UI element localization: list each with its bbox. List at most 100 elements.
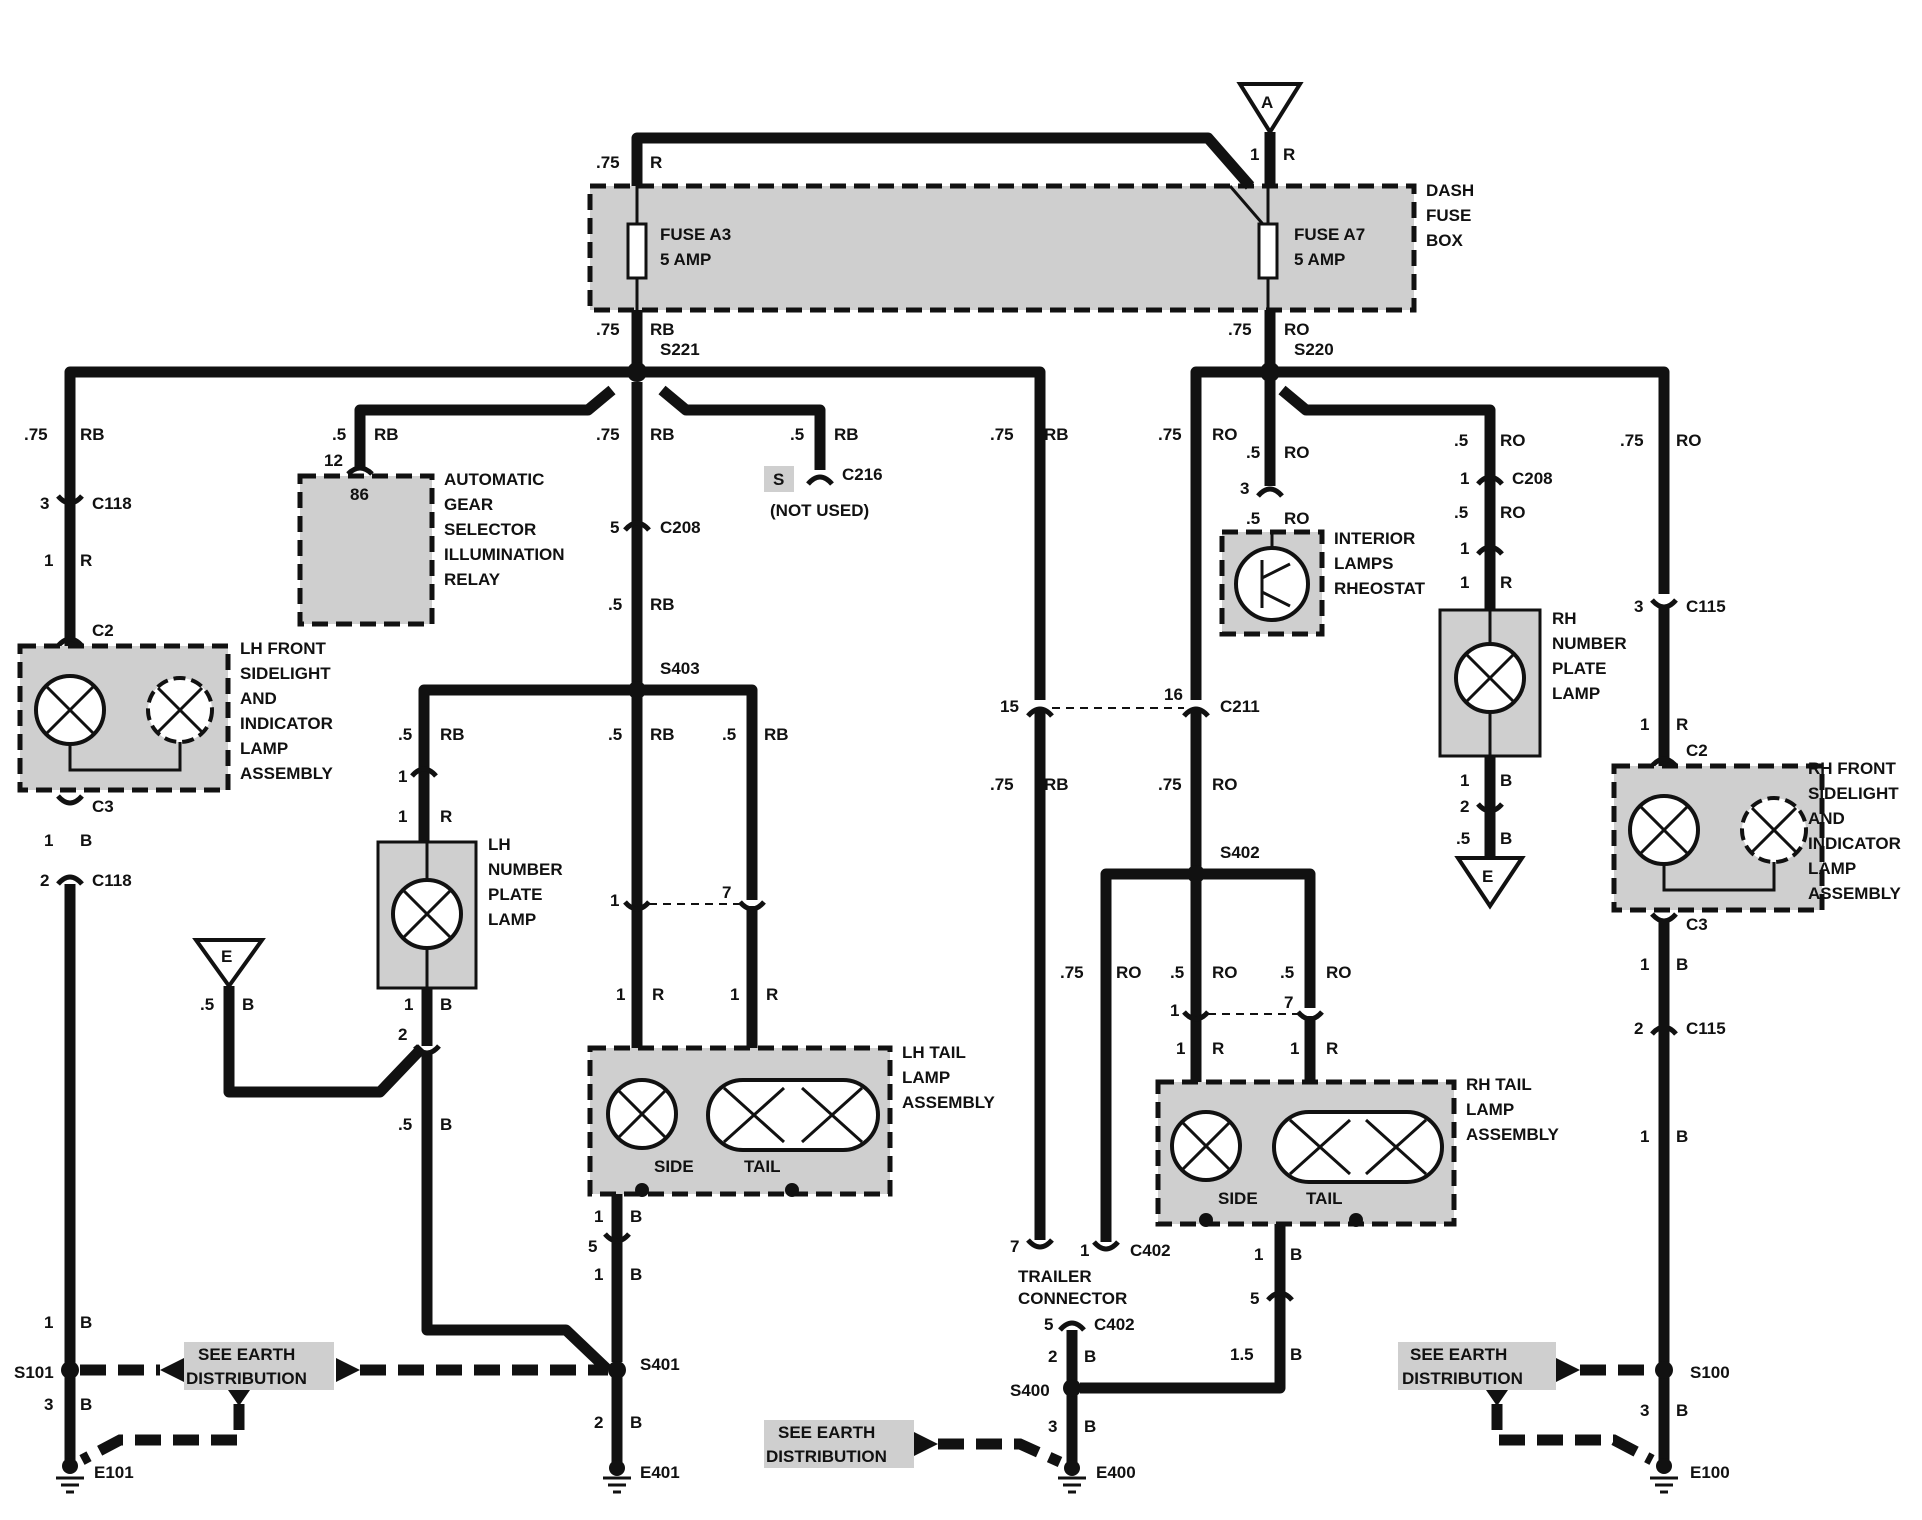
- ground-e400-label: E400: [1096, 1463, 1136, 1482]
- c216-label: C216: [842, 465, 883, 484]
- trailer-rb-size: .75: [990, 425, 1014, 444]
- splice-s101-label: S101: [14, 1363, 54, 1382]
- rh-tail-earth-lower-color: B: [1290, 1345, 1302, 1364]
- fuse-a7-out-color: RO: [1284, 320, 1310, 339]
- s220-left-color: RO: [1212, 425, 1238, 444]
- ground-e400: [1058, 1460, 1086, 1494]
- c402-pin-5: 5: [1044, 1315, 1053, 1334]
- s400-ground-size: 3: [1048, 1417, 1057, 1436]
- relay-connector: [346, 465, 374, 476]
- trailer-earth-color: B: [1084, 1347, 1096, 1366]
- lh-tail-earth-lower-size: 1: [594, 1265, 603, 1284]
- s100-ground-color: B: [1676, 1401, 1688, 1420]
- rh-tail-label-2: LAMP: [1466, 1100, 1514, 1119]
- lh-front-feed-color: RB: [80, 425, 105, 444]
- c208-left-lower-color: RB: [650, 595, 675, 614]
- see-earth-distribution-left: [184, 1342, 334, 1390]
- rheostat-symbol: [1234, 546, 1310, 622]
- s401-ground-color: B: [630, 1413, 642, 1432]
- trailer-rb-lower-size: .75: [990, 775, 1014, 794]
- lh-np-conn-pin: 1: [398, 767, 407, 786]
- rh-tail-feed-size: .5: [1280, 963, 1294, 982]
- splice-s400: [1063, 1379, 1081, 1397]
- fuse-a3-out-color: RB: [650, 320, 675, 339]
- c402-lower-label: C402: [1094, 1315, 1135, 1334]
- lh-np-earth-color: B: [440, 995, 452, 1014]
- earth-tag-left-size: .5: [200, 995, 214, 1014]
- ground-e101-label: E101: [94, 1463, 134, 1482]
- connector-lh-np: [410, 766, 438, 778]
- c211-pin-15: 15: [1000, 697, 1019, 716]
- see-earth-right-1: SEE EARTH: [1410, 1345, 1507, 1364]
- connector-c208-left: [623, 520, 651, 532]
- lh-side-feed-size: .5: [608, 725, 622, 744]
- fuse-a3-out-size: .75: [596, 320, 620, 339]
- trailer-rb-color: RB: [1044, 425, 1069, 444]
- see-earth-distribution-center: [764, 1420, 914, 1468]
- rh-tail-earth-wire: [1080, 1224, 1286, 1394]
- connector-rh-np-earth: [1476, 802, 1504, 814]
- rh-tail-lower-size: 1: [1290, 1039, 1299, 1058]
- rh-front-earth-lower-size: 1: [1640, 1127, 1649, 1146]
- lh-side-feed-color: RB: [650, 725, 675, 744]
- lh-np-to-s401-color: B: [440, 1115, 452, 1134]
- lh-tail-earth-lower-color: B: [630, 1265, 642, 1284]
- rheostat-label-2: LAMPS: [1334, 554, 1394, 573]
- lh-front-label-6: ASSEMBLY: [240, 764, 334, 783]
- s220-bus-wire: [1190, 366, 1670, 700]
- rh-side-lower-color: R: [1212, 1039, 1224, 1058]
- earth-tag-left: [192, 938, 266, 990]
- lh-np-earth-pin: 2: [398, 1025, 407, 1044]
- c118-lower-pin: 2: [40, 871, 49, 890]
- trailer-label-1: TRAILER: [1018, 1267, 1092, 1286]
- s400-ground-color: B: [1084, 1417, 1096, 1436]
- lh-np-lower-color: R: [440, 807, 452, 826]
- s221-bus-wire: [64, 366, 1046, 700]
- relay-label-5: RELAY: [444, 570, 501, 589]
- splice-s100-label: S100: [1690, 1363, 1730, 1382]
- see-earth-center-1: SEE EARTH: [778, 1423, 875, 1442]
- c115-upper-pin: 3: [1634, 597, 1643, 616]
- rh-front-earth-color: B: [1676, 955, 1688, 974]
- lh-tail-earth-size: 1: [594, 1207, 603, 1226]
- rh-np-label-1: RH: [1552, 609, 1577, 628]
- feed-a-label: A: [1261, 93, 1273, 112]
- earth-tag-right: [1454, 856, 1526, 910]
- lh-front-label-1: LH FRONT: [240, 639, 327, 658]
- lh-np-earth-link-wire: [223, 986, 426, 1098]
- c208-right-lower-size: .5: [1454, 503, 1468, 522]
- lh-np-label-3: PLATE: [488, 885, 542, 904]
- earth-tag-right-label: E: [1482, 867, 1493, 886]
- lh-front-label-3: AND: [240, 689, 277, 708]
- rh-front-label-6: ASSEMBLY: [1808, 884, 1902, 903]
- c118-upper-pin: 3: [40, 494, 49, 513]
- connector-c118-lower: [56, 874, 84, 886]
- s101-ground-color: B: [80, 1395, 92, 1414]
- rh-tail-earth-size: 1: [1254, 1245, 1263, 1264]
- fuse-a3-feed-color: R: [650, 153, 662, 172]
- c211-pin-16: 16: [1164, 685, 1183, 704]
- lh-tail-label-1: LH TAIL: [902, 1043, 966, 1062]
- lh-tail-conn-pin-7: 7: [722, 883, 731, 902]
- relay-pin-86: 86: [350, 485, 369, 504]
- rh-rear-feed-size: .75: [1158, 775, 1182, 794]
- c216-size: .5: [790, 425, 804, 444]
- lh-front-lower-color: R: [80, 551, 92, 570]
- rh-side-feed-color: RO: [1212, 963, 1238, 982]
- c208-left-label: C208: [660, 518, 701, 537]
- relay-feed-wire: [354, 385, 616, 468]
- connector-c118-upper: [56, 494, 84, 506]
- fuse-a7-rating: 5 AMP: [1294, 250, 1345, 269]
- relay-label-3: SELECTOR: [444, 520, 536, 539]
- c402-upper-label: C402: [1130, 1241, 1171, 1260]
- c208-right-label: C208: [1512, 469, 1553, 488]
- lh-tail-tail-label: TAIL: [744, 1157, 781, 1176]
- see-earth-left-1: SEE EARTH: [198, 1345, 295, 1364]
- fuse-a3-rating: 5 AMP: [660, 250, 711, 269]
- rh-front-feed-color: RO: [1676, 431, 1702, 450]
- rh-tail-label-3: ASSEMBLY: [1466, 1125, 1560, 1144]
- lh-np-feed-size: .5: [398, 725, 412, 744]
- lh-front-label-4: INDICATOR: [240, 714, 333, 733]
- rh-np-feed-color: RO: [1500, 431, 1526, 450]
